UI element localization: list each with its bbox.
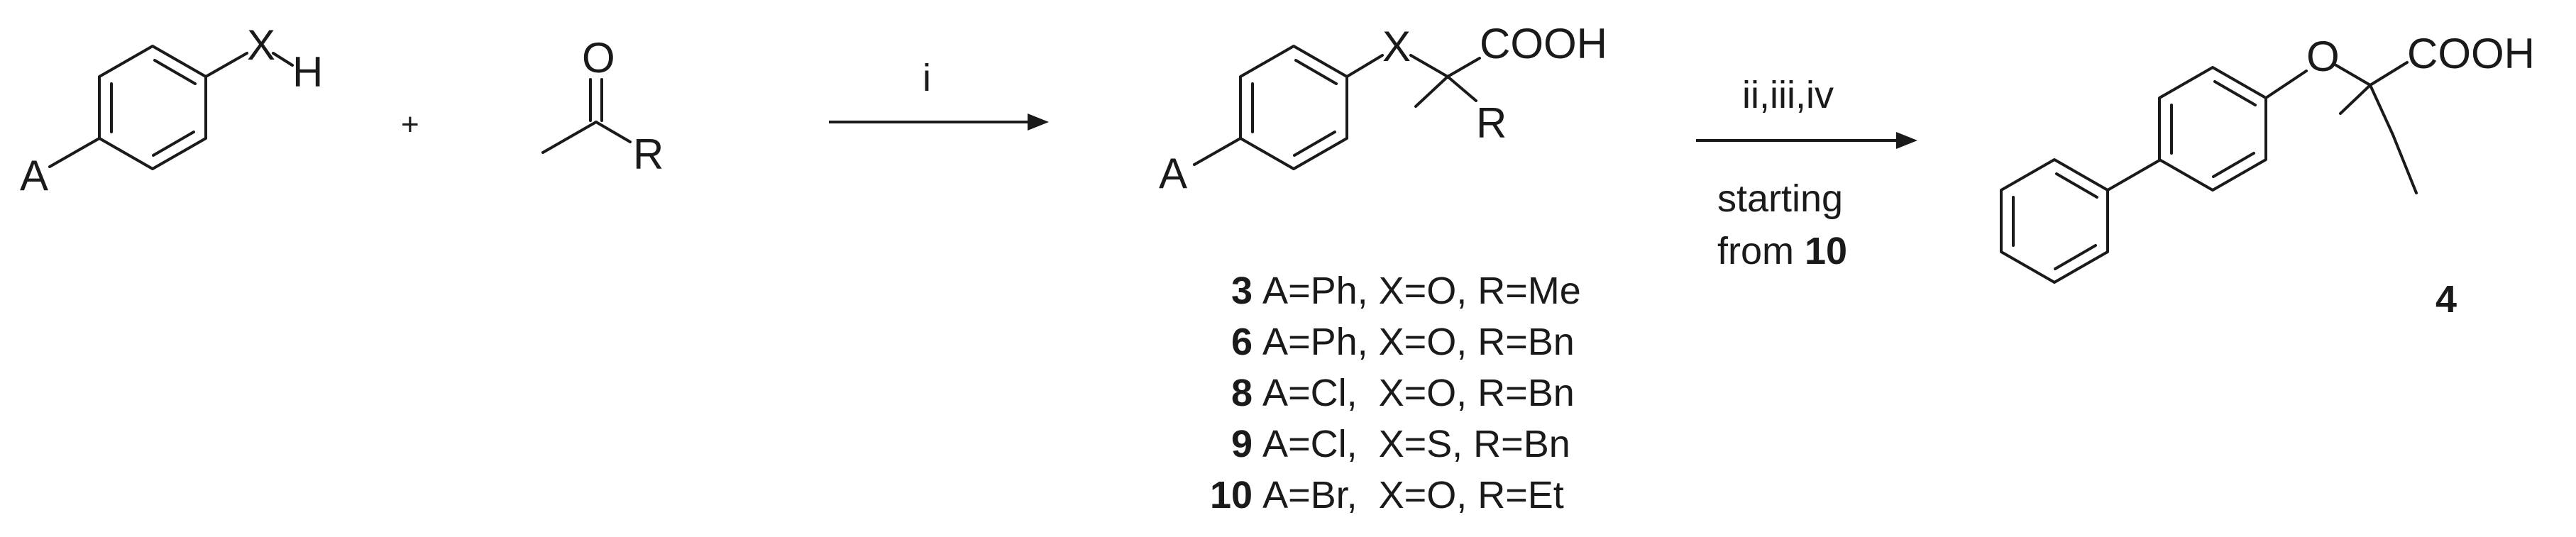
compound-number: 9 — [1231, 423, 1253, 465]
compound-description: A=Cl, X=S, R=Bn — [1262, 423, 1570, 465]
aromatic-inner-bond — [2212, 152, 2255, 178]
carboxylic-acid-label: COOH — [1480, 20, 1607, 67]
final-product-structure: O COOH 4 — [2000, 30, 2535, 321]
reaction-arrow-step-1: i — [829, 57, 1049, 131]
ethyl-terminal-bond — [2391, 133, 2418, 194]
reaction-arrow-step-2: ii,iii,iv starting from 10 — [1696, 74, 1917, 272]
ring-to-a-bond — [1193, 137, 1242, 166]
compound-number: 6 — [1231, 321, 1253, 363]
carbon-r-bond — [595, 121, 632, 143]
aromatic-inner-bond — [153, 59, 197, 85]
ring-to-oxygen-bond — [2264, 70, 2308, 99]
step-2-note-line-2: from 10 — [1717, 230, 1847, 272]
substituent-a-label: A — [1159, 150, 1187, 197]
carbon-r-bond — [1446, 75, 1477, 102]
heteroatom-x-label: X — [247, 21, 275, 69]
step-2-start-compound: 10 — [1805, 230, 1847, 272]
carbon-to-carboxyl-bond — [2369, 61, 2409, 87]
benzene-ring — [98, 45, 207, 170]
arrow-head — [1028, 114, 1049, 131]
methyl-bond — [541, 121, 598, 154]
compound-number: 3 — [1231, 270, 1253, 312]
aromatic-inner-bond — [2213, 80, 2257, 106]
step-2-reagents-label: ii,iii,iv — [1742, 74, 1834, 116]
x-to-quaternary-carbon-bond — [1409, 54, 1449, 78]
arrow-head — [1896, 132, 1917, 149]
heteroatom-x-label: X — [1382, 23, 1411, 70]
step-2-note-line-1: starting — [1717, 177, 1843, 220]
biaryl-bond — [2106, 159, 2161, 192]
compound-description: A=Ph, X=O, R=Me — [1262, 270, 1581, 312]
aromatic-inner-bond — [2054, 244, 2097, 270]
aromatic-inner-bond — [2055, 172, 2098, 199]
final-compound-number: 4 — [2435, 278, 2457, 321]
carbon-to-carboxyl-bond — [1446, 57, 1481, 78]
methyl-bond — [2339, 84, 2372, 115]
step-2-note-prefix: from — [1717, 230, 1805, 272]
step-1-reagent-label: i — [923, 57, 931, 99]
ether-oxygen-label: O — [2306, 33, 2340, 80]
oxygen-to-carbon-bond — [2335, 64, 2372, 87]
compound-number: 10 — [1210, 474, 1253, 516]
ring-to-x-bond — [204, 52, 248, 78]
reactant-ketone: O R — [541, 34, 664, 178]
aromatic-inner-bond — [152, 131, 195, 157]
compound-number: 8 — [1231, 372, 1253, 414]
x-to-h-bond — [272, 52, 294, 67]
carboxylic-acid-label: COOH — [2407, 30, 2535, 77]
ring-to-a-bond — [48, 137, 101, 168]
r-group-label: R — [633, 131, 664, 178]
compound-description: A=Br, X=O, R=Et — [1262, 474, 1564, 516]
plus-sign: + — [401, 107, 419, 142]
compound-description: A=Ph, X=O, R=Bn — [1262, 321, 1575, 363]
phenylene-ring — [2158, 66, 2267, 192]
aromatic-inner-bond — [1294, 59, 1338, 85]
ring-to-x-bond — [1345, 54, 1384, 78]
benzene-ring — [1239, 45, 1348, 170]
oxygen-label: O — [582, 34, 615, 82]
compound-description: A=Cl, X=O, R=Bn — [1262, 372, 1575, 414]
phenyl-ring — [2000, 158, 2109, 284]
hydrogen-label: H — [292, 48, 323, 96]
ethyl-bond — [2369, 84, 2394, 136]
methyl-bond — [1414, 75, 1449, 108]
product-general-structure: A X COOH R — [1159, 20, 1607, 197]
r-group-label: R — [1476, 99, 1507, 147]
aromatic-inner-bond — [1293, 131, 1336, 157]
reactant-aryl-xh: A X H — [20, 21, 323, 199]
substituent-a-label: A — [20, 152, 48, 199]
